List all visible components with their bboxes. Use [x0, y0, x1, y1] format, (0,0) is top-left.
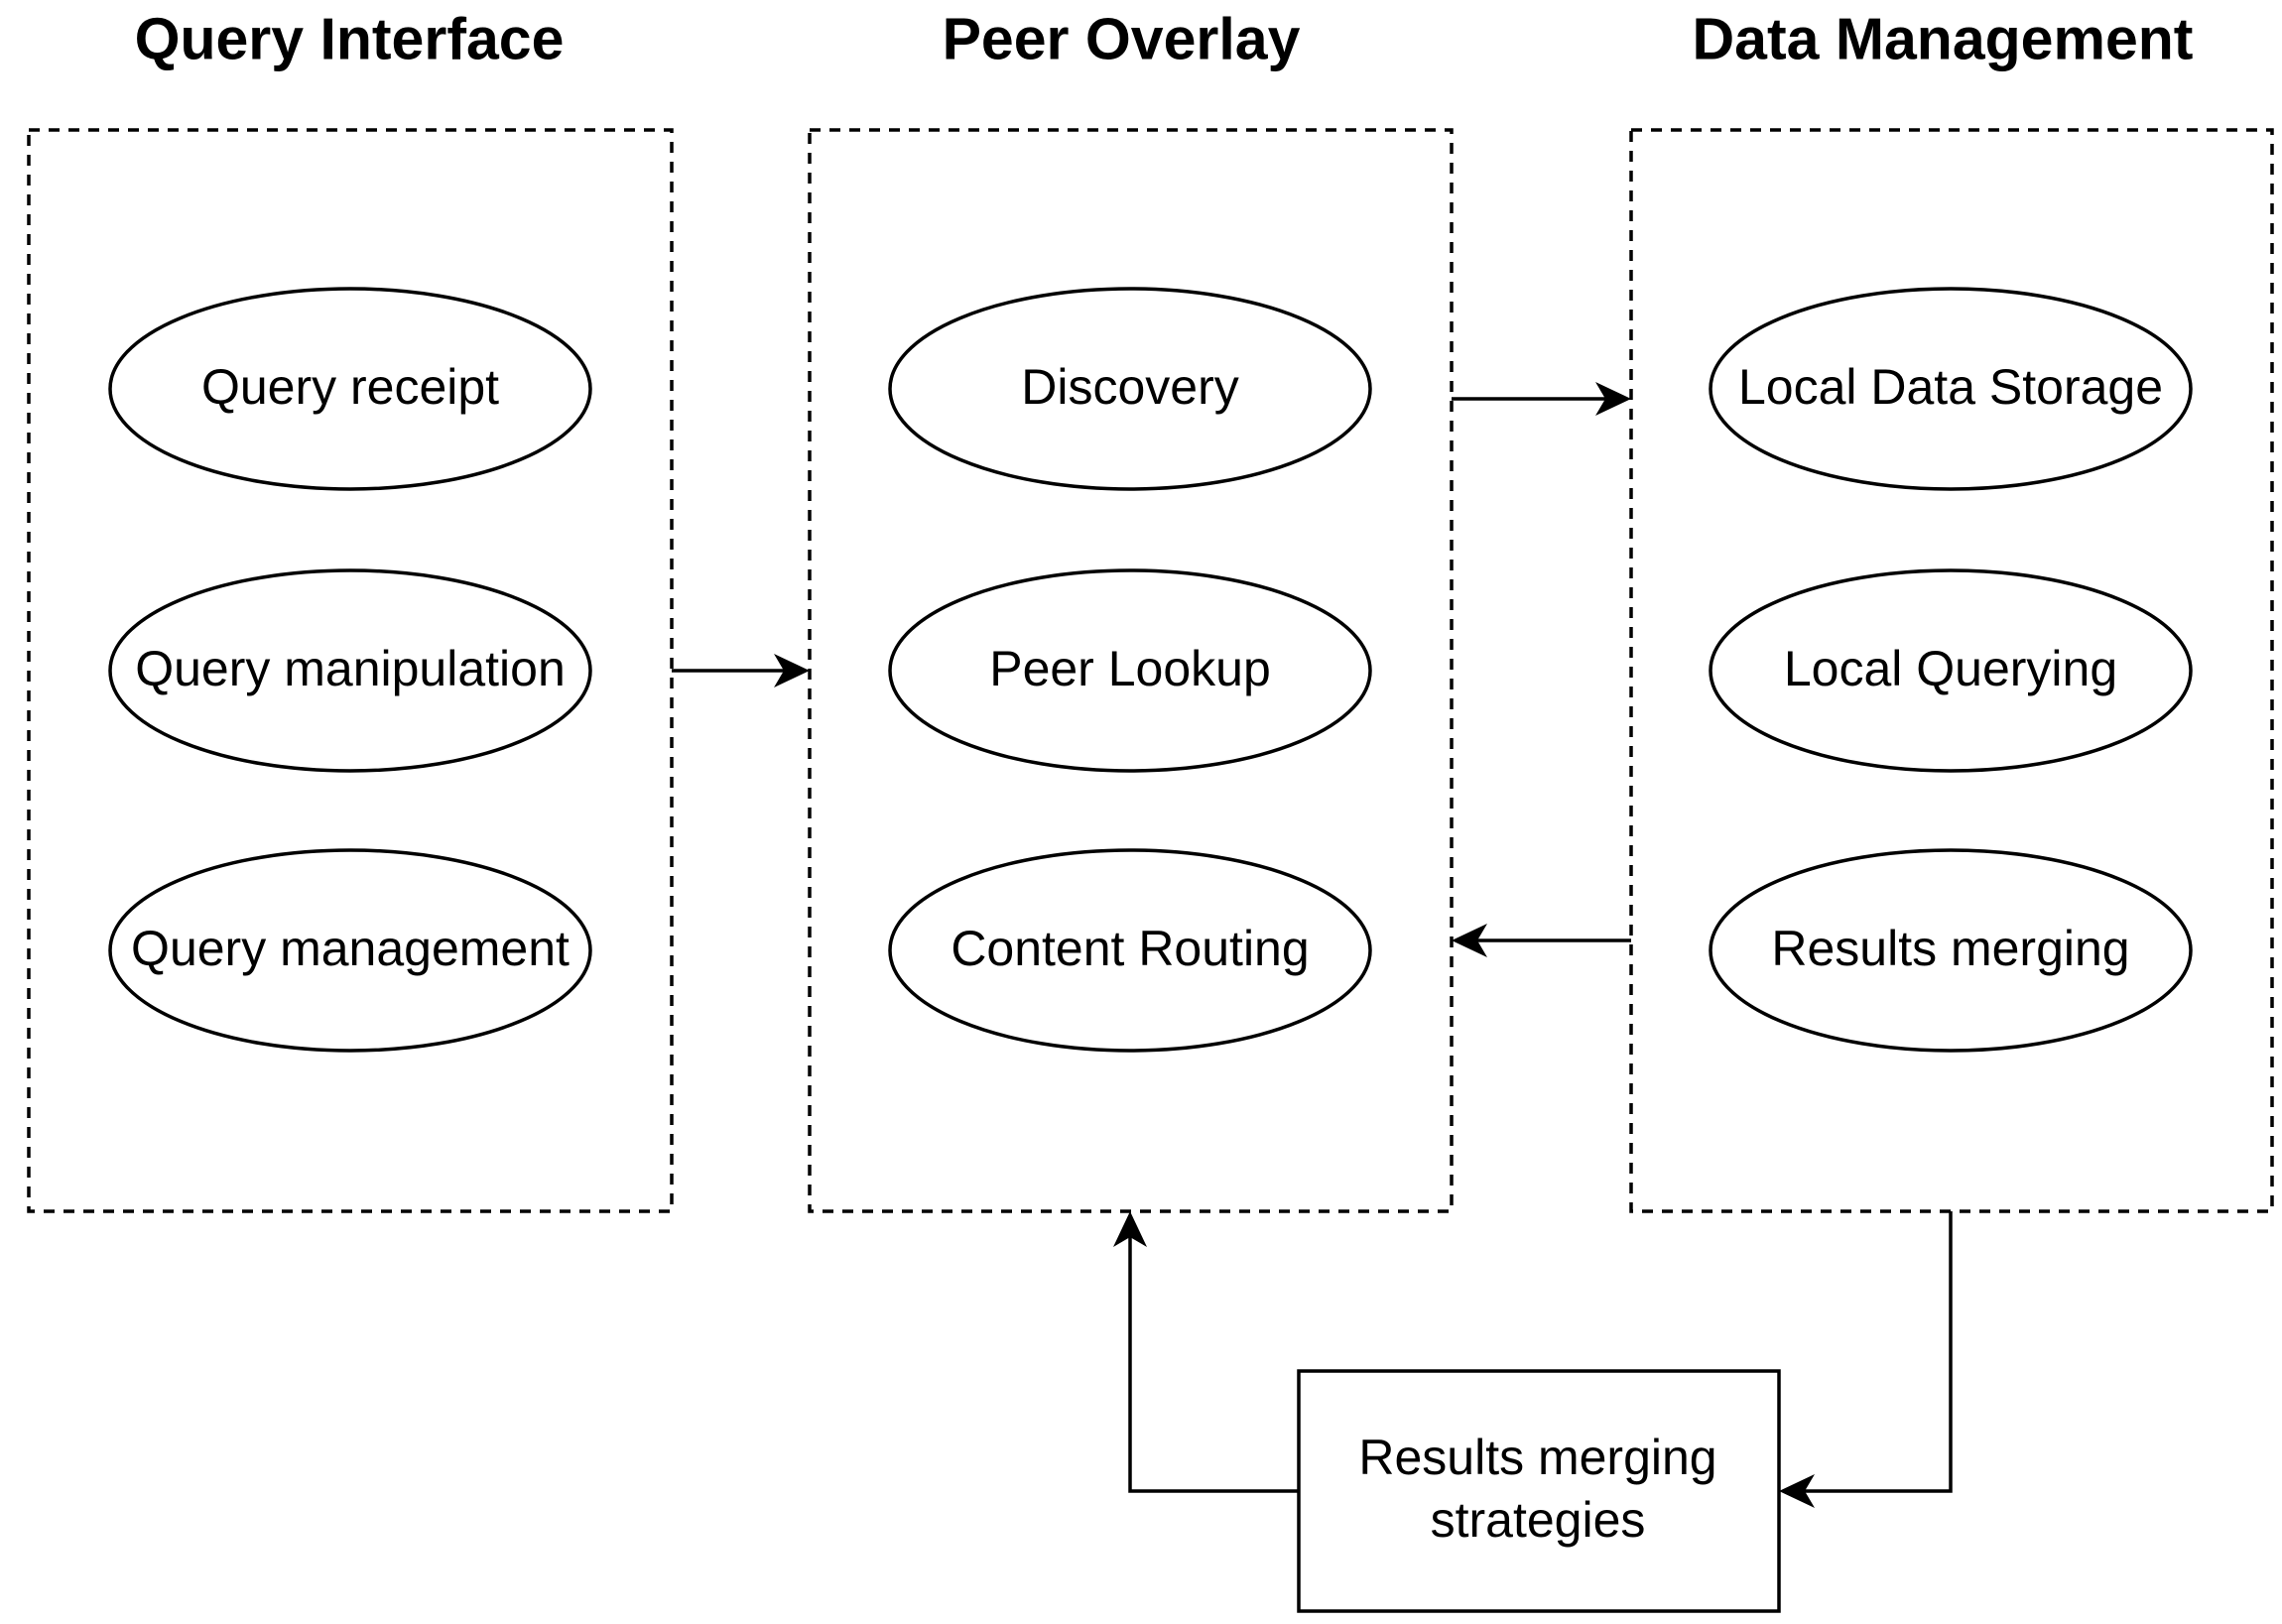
node-label: Results merging — [1771, 921, 2129, 976]
node-query-manipulation: Query manipulation — [108, 568, 592, 773]
arrow-peer-overlay-to-data-management — [1452, 382, 1631, 416]
node-label: Content Routing — [951, 921, 1309, 976]
column-title-data-management: Data Management — [1693, 7, 2194, 72]
query-interface-group — [27, 128, 674, 1213]
node-label: Query receipt — [201, 359, 499, 415]
node-label: Query manipulation — [135, 641, 566, 696]
node-local-querying: Local Querying — [1709, 568, 2193, 773]
column-title-peer-overlay: Peer Overlay — [943, 7, 1301, 72]
arrow-data-management-to-strategies — [1779, 1211, 1953, 1508]
node-label: Local Querying — [1784, 641, 2117, 696]
data-management-group — [1629, 128, 2274, 1213]
arrow-query-interface-to-peer-overlay — [672, 654, 810, 687]
results-merging-strategies-box: Results merging strategies — [1297, 1369, 1781, 1613]
node-query-receipt: Query receipt — [108, 287, 592, 491]
node-label: Discovery — [1021, 359, 1238, 415]
arrow-data-management-to-peer-overlay — [1452, 924, 1631, 957]
node-label: Local Data Storage — [1738, 359, 2163, 415]
node-content-routing: Content Routing — [888, 848, 1372, 1053]
arrow-strategies-to-peer-overlay — [1113, 1211, 1299, 1493]
node-discovery: Discovery — [888, 287, 1372, 491]
node-label: Query management — [131, 921, 570, 976]
node-label: Peer Lookup — [989, 641, 1271, 696]
strategy-box-line2: strategies — [1431, 1492, 1646, 1548]
column-title-query-interface: Query Interface — [135, 7, 565, 72]
node-peer-lookup: Peer Lookup — [888, 568, 1372, 773]
strategy-box-line1: Results merging — [1358, 1430, 1716, 1485]
node-local-data-storage: Local Data Storage — [1709, 287, 2193, 491]
node-query-management: Query management — [108, 848, 592, 1053]
node-results-merging: Results merging — [1709, 848, 2193, 1053]
